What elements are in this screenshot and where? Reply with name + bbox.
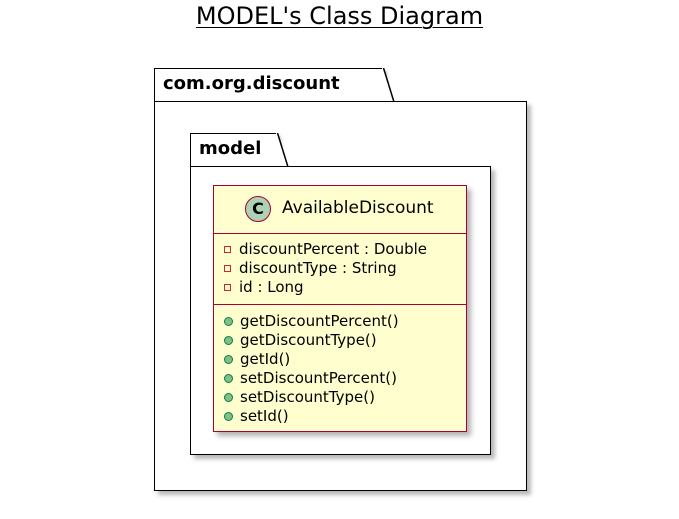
package-tab-com-org-discount: com.org.discount	[154, 68, 384, 102]
tab-slant-shape	[382, 68, 395, 102]
public-visibility-icon	[224, 355, 233, 364]
method-row: getDiscountType()	[224, 331, 377, 350]
field-row: discountType : String	[224, 259, 397, 278]
package-name: model	[199, 138, 262, 159]
package-name: com.org.discount	[163, 73, 340, 94]
method-text: getDiscountType()	[240, 331, 377, 349]
diagram-title: MODEL's Class Diagram	[195, 2, 484, 30]
method-text: getId()	[240, 350, 291, 368]
method-row: getDiscountPercent()	[224, 312, 399, 331]
public-visibility-icon	[224, 412, 233, 421]
field-row: id : Long	[224, 278, 304, 297]
field-text: discountType : String	[239, 259, 397, 277]
method-row: setDiscountType()	[224, 388, 375, 407]
field-text: discountPercent : Double	[239, 240, 428, 258]
package-tab-slant	[382, 68, 396, 102]
private-visibility-icon	[224, 265, 231, 272]
field-row: discountPercent : Double	[224, 240, 427, 259]
class-header: C AvailableDiscount	[214, 186, 466, 234]
field-text: id : Long	[239, 278, 304, 296]
class-fields: discountPercent : Double discountType : …	[214, 234, 466, 305]
public-visibility-icon	[224, 336, 233, 345]
method-text: setDiscountPercent()	[240, 369, 397, 387]
method-row: getId()	[224, 350, 290, 369]
method-text: setId()	[240, 407, 289, 425]
package-tab-slant	[276, 133, 290, 167]
class-stereotype-icon: C	[245, 196, 271, 222]
tab-slant-shape	[276, 133, 289, 167]
method-text: setDiscountType()	[240, 388, 375, 406]
public-visibility-icon	[224, 393, 233, 402]
public-visibility-icon	[224, 374, 233, 383]
class-name: AvailableDiscount	[282, 198, 434, 218]
class-available-discount[interactable]: C AvailableDiscount discountPercent : Do…	[213, 185, 467, 432]
private-visibility-icon	[224, 284, 231, 291]
private-visibility-icon	[224, 246, 231, 253]
class-methods: getDiscountPercent() getDiscountType() g…	[214, 305, 466, 429]
method-text: getDiscountPercent()	[240, 312, 399, 330]
package-tab-model: model	[190, 133, 278, 167]
public-visibility-icon	[224, 317, 233, 326]
method-row: setDiscountPercent()	[224, 369, 397, 388]
method-row: setId()	[224, 407, 289, 426]
